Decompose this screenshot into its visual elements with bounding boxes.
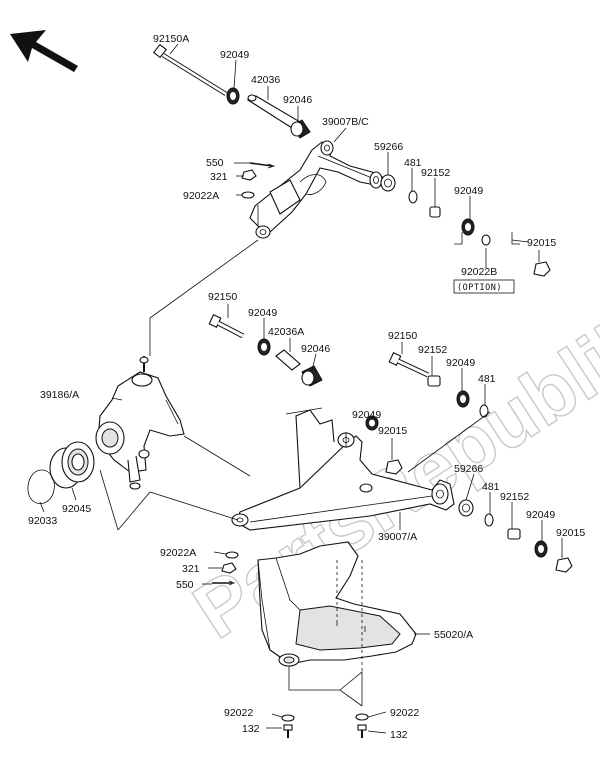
label-92015-lower-mid: 92015	[378, 425, 407, 437]
label-92015-upper: 92015	[527, 237, 556, 249]
label-39007a: 39007/A	[378, 531, 417, 543]
label-55020a: 55020/A	[434, 629, 473, 641]
circlip-481-upper	[408, 190, 418, 204]
label-132-left: 132	[242, 723, 260, 735]
bolt-92150-lower-right	[388, 352, 430, 378]
bolt-132-right	[357, 724, 367, 738]
circlip-92033	[27, 469, 55, 504]
bushing-59266-upper	[380, 174, 396, 192]
label-550-lower: 550	[176, 579, 194, 591]
nut-92015-lower-right	[555, 557, 573, 573]
label-92152-upper: 92152	[421, 167, 450, 179]
label-option: (OPTION)	[457, 283, 502, 293]
label-92049-lower-mid: 92049	[352, 409, 381, 421]
collar-92152-lower	[507, 528, 521, 540]
label-42036a: 42036A	[268, 326, 304, 338]
circlip-481-mid	[479, 404, 489, 418]
nut-92015-upper	[533, 261, 551, 277]
label-92022-left: 92022	[224, 707, 253, 719]
bolt-132-left	[283, 724, 293, 738]
label-92022-right: 92022	[390, 707, 419, 719]
cotter-pin-550-upper	[249, 162, 276, 169]
leader-lines	[39, 43, 563, 734]
lower-arm-assembly	[208, 314, 573, 586]
washer-92022a-lower	[225, 551, 239, 559]
label-92049-mid: 92049	[446, 357, 475, 369]
label-481-upper: 481	[404, 157, 422, 169]
label-92046-upper: 92046	[283, 94, 312, 106]
nut-92015-lower-mid	[385, 459, 403, 475]
label-92022a-lower: 92022A	[160, 547, 196, 559]
label-92150a: 92150A	[153, 33, 189, 45]
label-59266-upper: 59266	[374, 141, 403, 153]
label-481-lower: 481	[482, 481, 500, 493]
part-labels: 92150A 92049 42036 92046 39007B/C 59266 …	[28, 33, 585, 741]
label-39007bc: 39007B/C	[322, 116, 369, 128]
nut-321-lower	[221, 562, 237, 574]
label-92150-lower-right: 92150	[388, 330, 417, 342]
front-direction-arrow-icon	[10, 30, 78, 72]
lower-a-arm-39007a	[231, 407, 455, 531]
label-92049-lower-right: 92049	[526, 509, 555, 521]
upper-arm-assembly	[152, 43, 551, 294]
label-92049-lower-left: 92049	[248, 307, 277, 319]
label-550-upper: 550	[206, 157, 224, 169]
washer-92022a-upper	[241, 191, 255, 199]
label-132-right: 132	[390, 729, 408, 741]
option-box	[453, 279, 515, 294]
label-92022b: 92022B	[461, 266, 497, 278]
label-92150-lower: 92150	[208, 291, 237, 303]
knuckle-39186a	[95, 356, 185, 490]
label-92152-lower: 92152	[500, 491, 529, 503]
circlip-481-lower	[484, 513, 494, 527]
nut-321-upper	[241, 169, 257, 181]
label-321-lower: 321	[182, 563, 200, 575]
label-92045: 92045	[62, 503, 91, 515]
upper-a-arm-39007bc	[249, 140, 385, 239]
label-481-mid: 481	[478, 373, 496, 385]
label-92022a-upper: 92022A	[183, 190, 219, 202]
label-39186a: 39186/A	[40, 389, 79, 401]
bushing-59266-lower	[458, 499, 474, 517]
bushing-92046-lower	[301, 365, 323, 387]
label-59266-lower: 59266	[454, 463, 483, 475]
collar-92152-mid	[427, 375, 441, 387]
washer-92022-right	[355, 713, 369, 721]
bolt-92150a	[152, 43, 228, 96]
label-321-upper: 321	[210, 171, 228, 183]
label-92152-mid: 92152	[418, 344, 447, 356]
label-92015-lower-right: 92015	[556, 527, 585, 539]
label-42036: 42036	[251, 74, 280, 86]
label-92033: 92033	[28, 515, 57, 527]
cotter-pin-550-lower	[212, 580, 236, 586]
label-92049-upper: 92049	[220, 49, 249, 61]
washer-92022b	[481, 234, 491, 246]
collar-92152-upper	[429, 206, 441, 218]
bushing-92046-upper	[290, 119, 311, 139]
watermark-text: PartsRepublik	[178, 295, 600, 655]
label-92049-upper-right: 92049	[454, 185, 483, 197]
sleeve-42036	[246, 94, 301, 129]
bolt-92150-lower	[208, 314, 245, 339]
sleeve-42036a	[275, 349, 301, 371]
bearing-92045	[49, 441, 95, 489]
washer-92022-left	[281, 714, 295, 722]
label-92046-lower: 92046	[301, 343, 330, 355]
